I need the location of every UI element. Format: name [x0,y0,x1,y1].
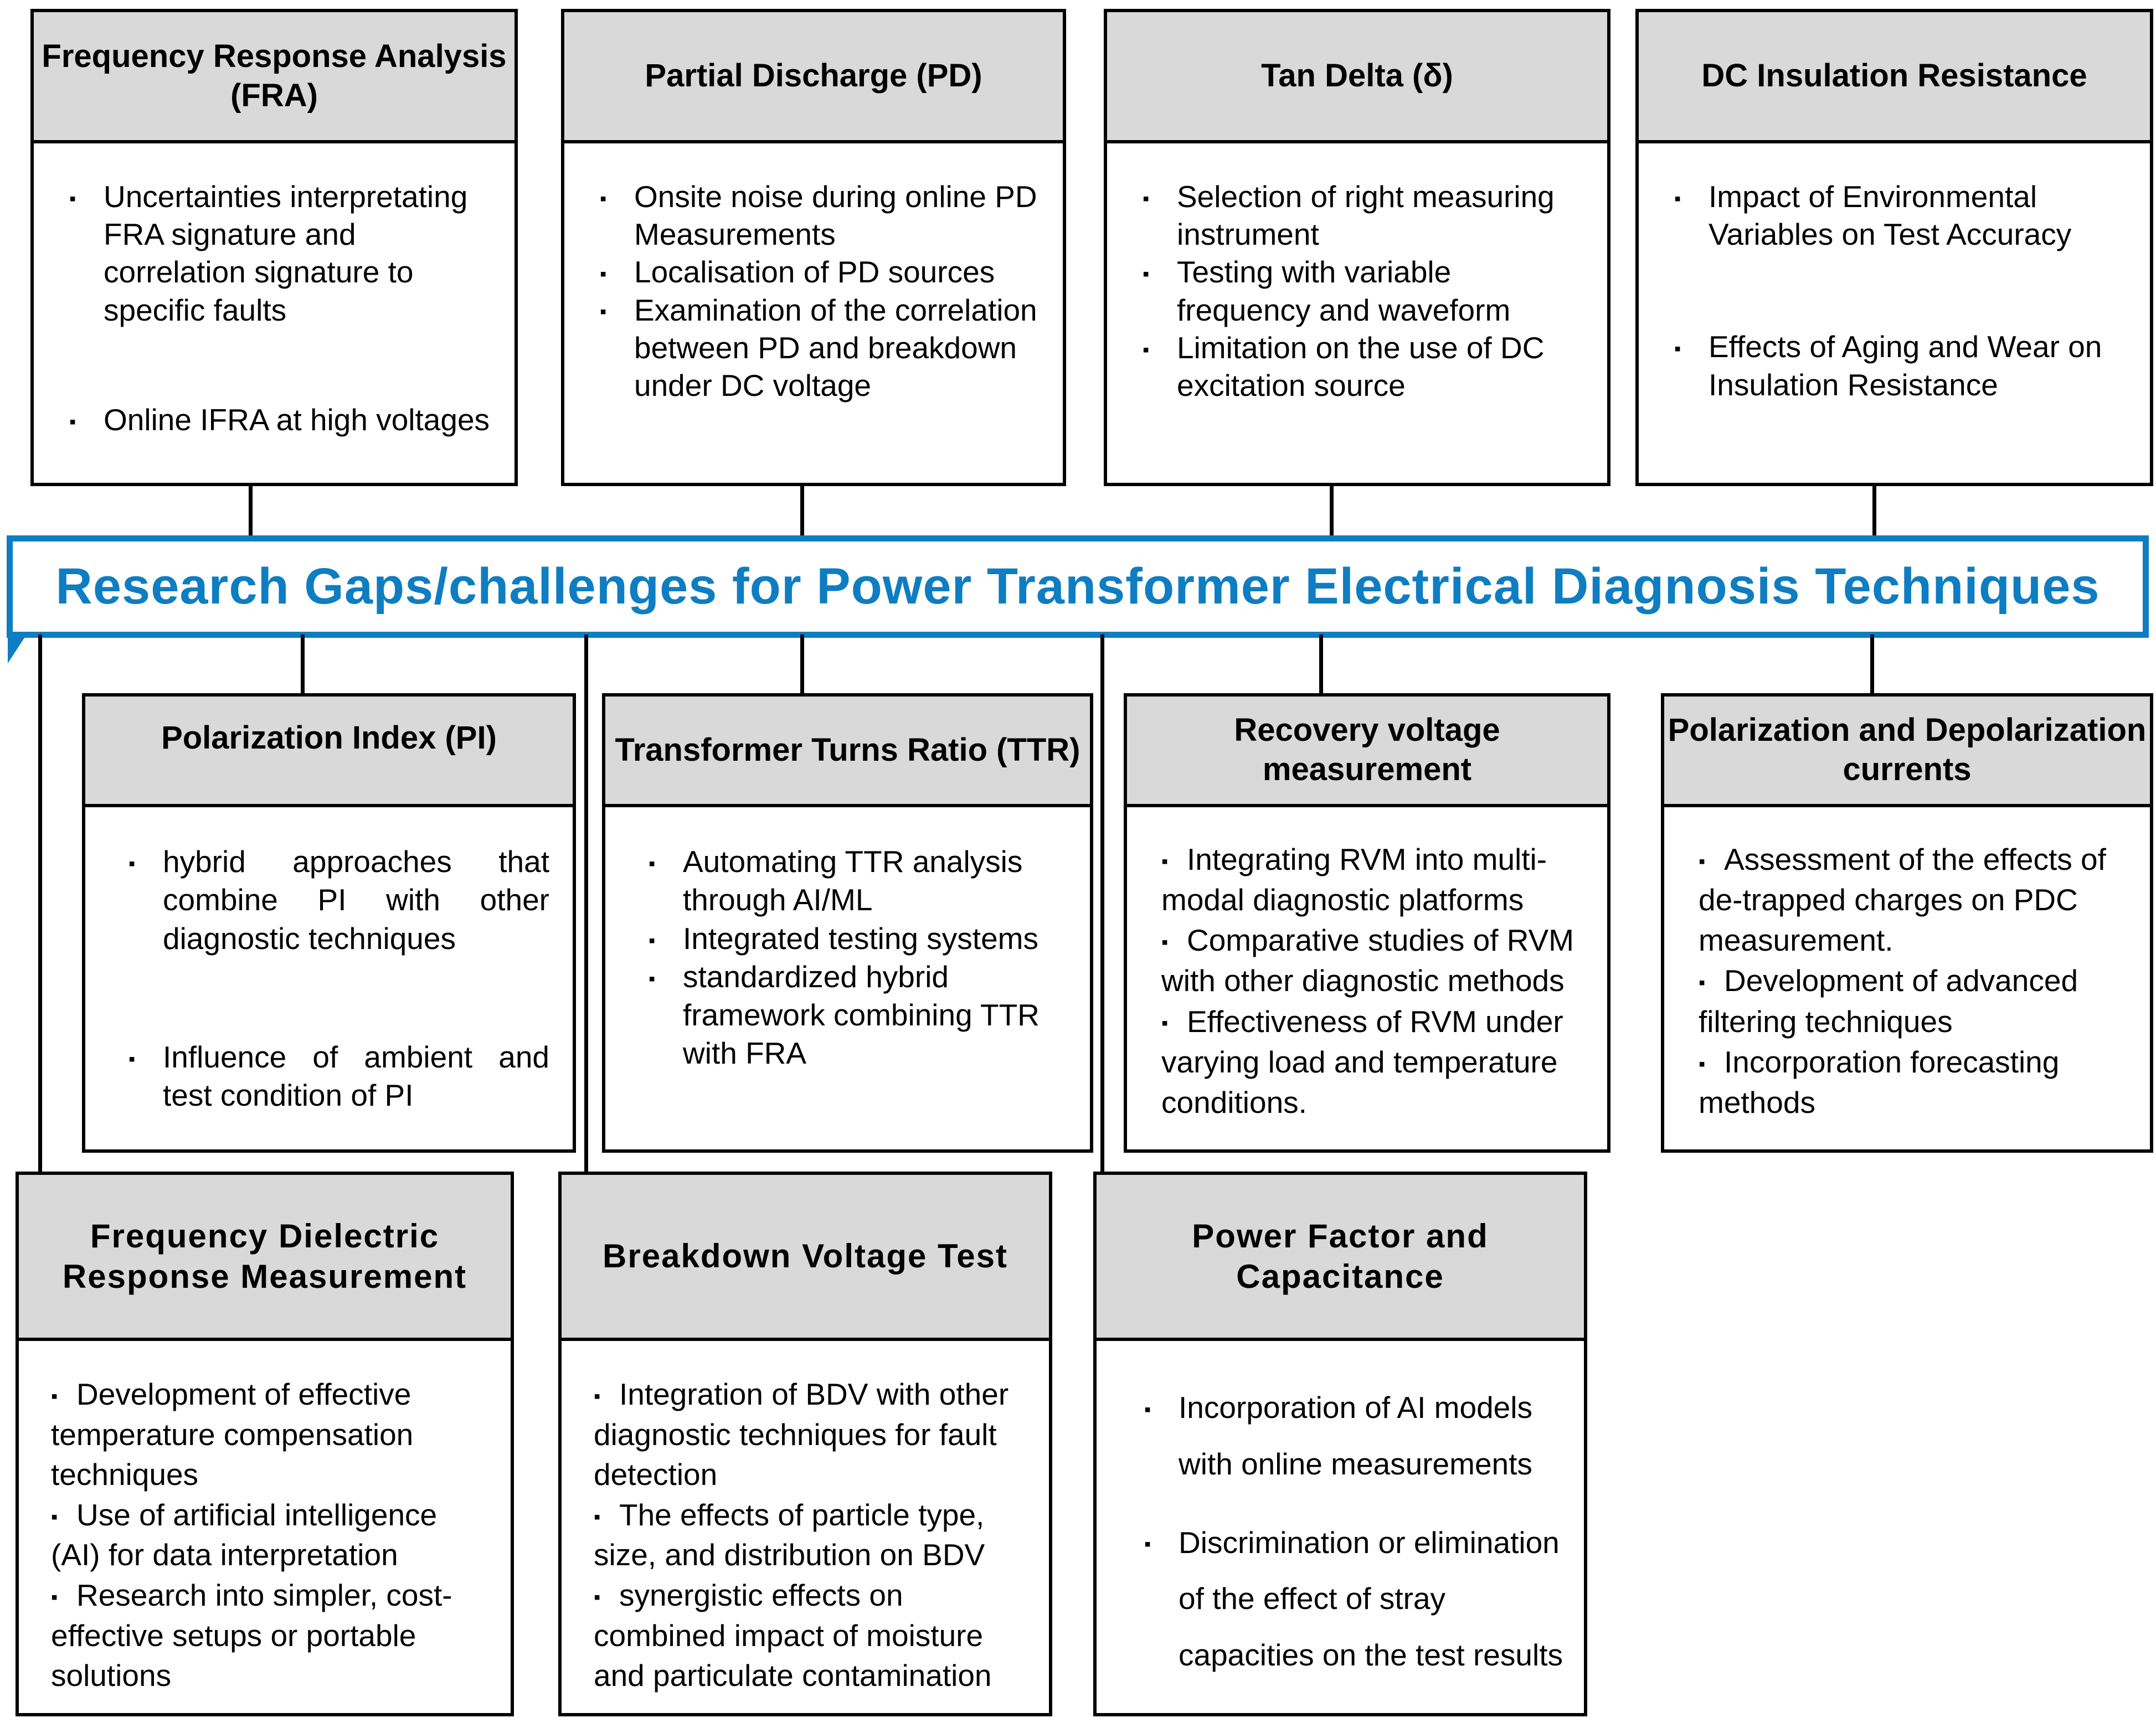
box-polarization-index-header: Polarization Index (PI) [85,697,573,807]
box-body: Onsite noise during online PD Measuremen… [564,143,1063,483]
bullet-item: Development of effective temperature com… [51,1374,492,1495]
box-polarization-index: Polarization Index (PI) hybrid approache… [82,693,576,1153]
box-title: Polarization Index (PI) [161,720,497,756]
bullet-item: Development of advanced filtering techni… [1699,961,2134,1041]
box-breakdown-voltage-test-header: Breakdown Voltage Test [562,1175,1049,1341]
bullet-item: Localisation of PD sources [600,253,1044,291]
connector-banner-to-rvm [1319,634,1323,695]
box-power-factor-capacitance-header: Power Factor and Capacitance [1097,1175,1584,1341]
box-transformer-turns-ratio-header: Transformer Turns Ratio (TTR) [605,697,1090,807]
bullet-item: Assessment of the effects of de-trapped … [1699,839,2134,961]
box-recovery-voltage-measurement: Recovery voltage measurement Integrating… [1124,693,1610,1153]
bullet-item: Examination of the correlation between P… [600,291,1044,405]
box-power-factor-capacitance: Power Factor and Capacitance Incorporati… [1093,1172,1587,1716]
box-frequency-dielectric-response: Frequency Dielectric Response Measuremen… [16,1172,514,1716]
box-tan-delta-header: Tan Delta (δ) [1107,12,1607,143]
connector-tan-delta-to-banner [1330,485,1334,538]
connector-banner-to-power-factor [1100,634,1104,1174]
bullet-item: Testing with variable frequency and wave… [1143,253,1588,328]
box-title: Power Factor and Capacitance [1192,1217,1489,1295]
box-frequency-response-analysis-header: Frequency Response Analysis (FRA) [34,12,514,143]
bullet-item: Incorporation forecasting methods [1699,1042,2134,1123]
bullet-item: Automating TTR analysis through AI/ML [649,843,1067,920]
connector-banner-to-polarization-index [301,634,305,695]
box-body: Integrating RVM into multi-modal diagnos… [1127,807,1607,1149]
bullet-item: Integration of BDV with other diagnostic… [594,1374,1030,1495]
box-polarization-depolarization-currents-header: Polarization and Depolarization currents [1664,697,2150,807]
bullet-item: Online IFRA at high voltages [69,401,496,439]
connector-banner-to-pdc [1870,634,1874,695]
banner: Research Gaps/challenges for Power Trans… [7,535,2149,638]
box-dc-insulation-resistance-header: DC Insulation Resistance [1639,12,2150,143]
banner-title: Research Gaps/challenges for Power Trans… [55,558,2100,615]
box-title: Transformer Turns Ratio (TTR) [615,731,1080,768]
box-tan-delta: Tan Delta (δ) Selection of right measuri… [1104,9,1610,486]
box-partial-discharge-header: Partial Discharge (PD) [564,12,1063,143]
bullet-item: Discrimination or elimination of the eff… [1144,1515,1563,1684]
box-title: Tan Delta (δ) [1261,58,1453,94]
box-title: Recovery voltage measurement [1234,712,1500,787]
connector-banner-to-frequency-dielectric [38,634,42,1174]
bullet-item: Onsite noise during online PD Measuremen… [600,178,1044,253]
box-title: Partial Discharge (PD) [645,58,982,94]
bullet-item: Use of artificial intelligence (AI) for … [51,1495,492,1575]
box-body: Selection of right measuring instrument … [1107,143,1607,483]
box-title: Polarization and Depolarization currents [1668,712,2147,787]
bullet-item: Selection of right measuring instrument [1143,178,1588,253]
box-partial-discharge: Partial Discharge (PD) Onsite noise duri… [561,9,1066,486]
box-polarization-depolarization-currents: Polarization and Depolarization currents… [1661,693,2153,1153]
box-title: Frequency Response Analysis (FRA) [42,38,507,114]
bullet-item: Effects of Aging and Wear on Insulation … [1674,328,2131,403]
box-transformer-turns-ratio: Transformer Turns Ratio (TTR) Automating… [602,693,1093,1153]
connector-pd-to-banner [800,485,804,538]
box-body: Uncertainties interpretating FRA signatu… [34,143,514,483]
box-body: Impact of Environmental Variables on Tes… [1639,143,2150,483]
box-body: Automating TTR analysis through AI/ML In… [605,807,1090,1149]
bullet-item: Uncertainties interpretating FRA signatu… [69,178,496,329]
bullet-item: Impact of Environmental Variables on Tes… [1674,178,2131,253]
box-dc-insulation-resistance: DC Insulation Resistance Impact of Envir… [1635,9,2153,486]
bullet-item: The effects of particle type, size, and … [594,1495,1030,1575]
bullet-item: Influence of ambient and test condition … [128,1038,549,1115]
bullet-item: Integrating RVM into multi-modal diagnos… [1161,839,1592,920]
banner-corner-tail-decoration [8,634,27,663]
bullet-item: Comparative studies of RVM with other di… [1161,920,1592,1001]
box-title: Frequency Dielectric Response Measuremen… [62,1217,467,1295]
box-body: hybrid approaches that combine PI with o… [85,807,573,1149]
connector-dc-insulation-to-banner [1872,485,1876,538]
box-frequency-response-analysis: Frequency Response Analysis (FRA) Uncert… [30,9,518,486]
bullet-item: Incorporation of AI models with online m… [1144,1380,1563,1493]
box-body: Incorporation of AI models with online m… [1097,1341,1584,1713]
box-body: Assessment of the effects of de-trapped … [1664,807,2150,1149]
connector-banner-to-breakdown-voltage [584,634,588,1174]
bullet-item: Integrated testing systems [649,920,1067,958]
bullet-item: synergistic effects on combined impact o… [594,1575,1030,1696]
box-frequency-dielectric-response-header: Frequency Dielectric Response Measuremen… [19,1175,511,1341]
box-body: Development of effective temperature com… [19,1341,511,1713]
box-title: DC Insulation Resistance [1701,58,2087,94]
bullet-item: Effectiveness of RVM under varying load … [1161,1002,1592,1123]
box-breakdown-voltage-test: Breakdown Voltage Test Integration of BD… [558,1172,1052,1716]
connector-fra-to-banner [249,485,253,538]
box-body: Integration of BDV with other diagnostic… [562,1341,1049,1713]
box-recovery-voltage-measurement-header: Recovery voltage measurement [1127,697,1607,807]
bullet-item: Limitation on the use of DC excitation s… [1143,329,1588,404]
connector-banner-to-ttr [800,634,804,695]
box-title: Breakdown Voltage Test [603,1237,1008,1275]
bullet-item: Research into simpler, cost-effective se… [51,1575,492,1696]
bullet-item: hybrid approaches that combine PI with o… [128,843,549,958]
bullet-item: standardized hybrid framework combining … [649,958,1067,1073]
